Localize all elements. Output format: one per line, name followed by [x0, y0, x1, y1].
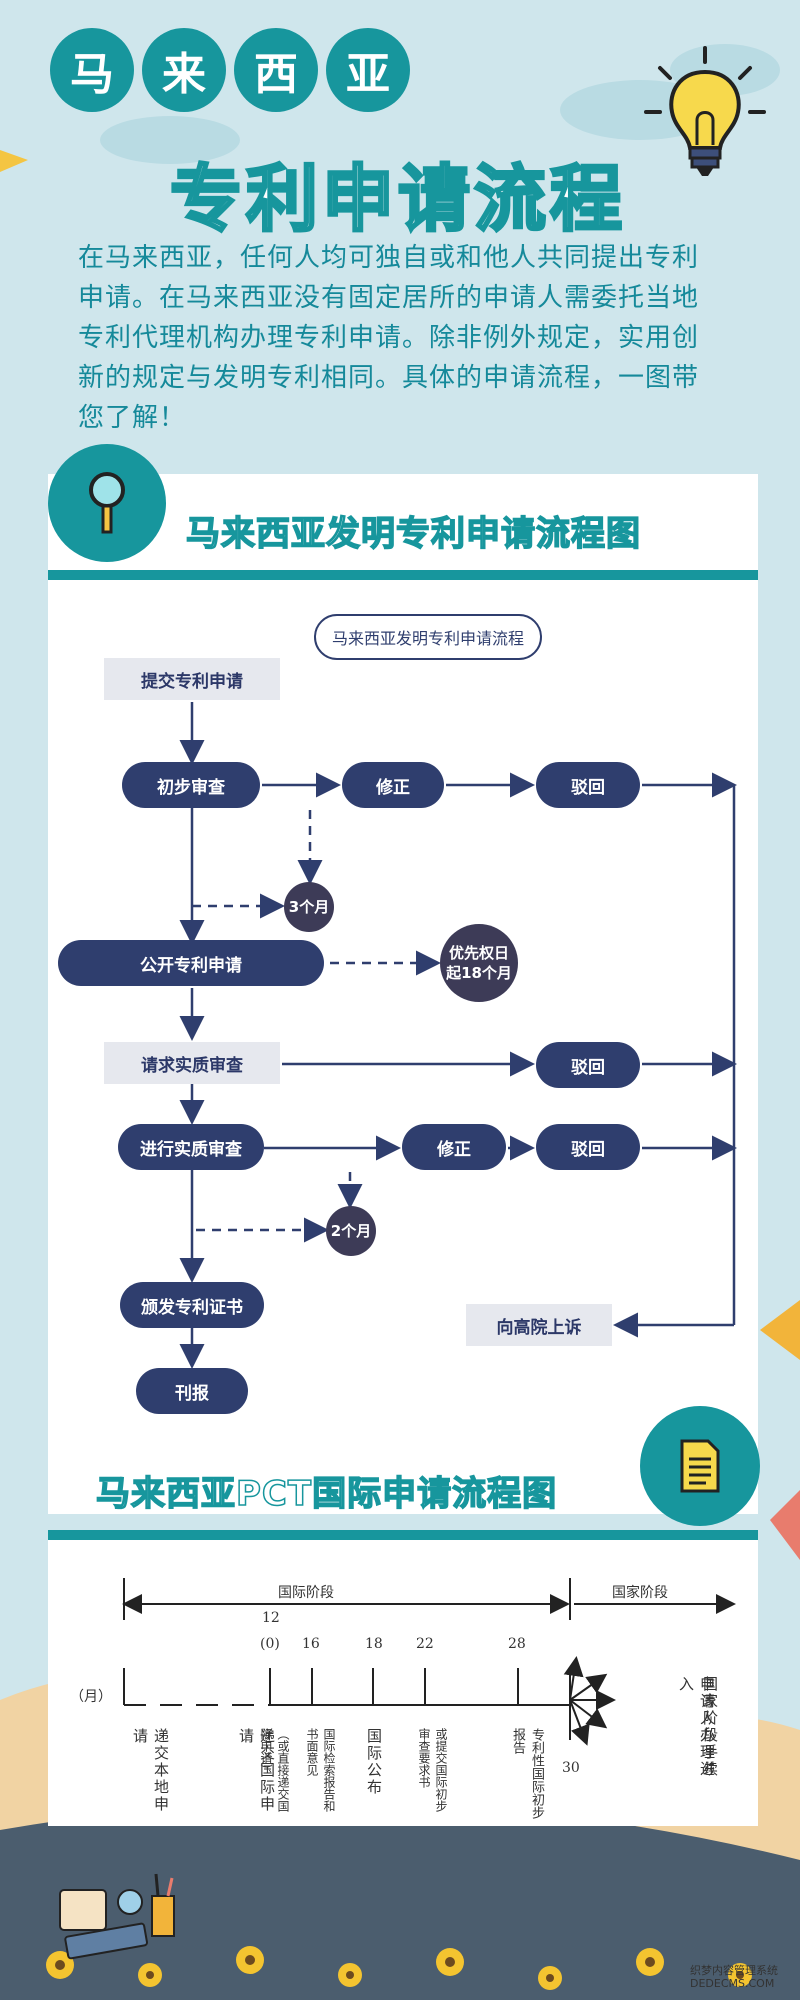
tick-30: 30 [562, 1760, 580, 1776]
pct-section-title: 马来西亚PCT国际申请流程图 [95, 1473, 558, 1515]
watermark-line-2: DEDECMS.COM [690, 1977, 775, 1990]
step-amend-1: 修正 [342, 762, 444, 808]
title-char-4: 亚 [326, 28, 410, 112]
watermark-line-1: 织梦内容管理系统 [690, 1964, 778, 1977]
step-gazette: 刊报 [136, 1368, 248, 1414]
bubble-three-months: 3个月 [284, 882, 334, 932]
flow-header: 马来西亚发明专利申请流程 [314, 614, 542, 660]
event-publication: 国际公布 [365, 1728, 383, 1796]
bubble-two-months: 2个月 [326, 1206, 376, 1256]
pct-panel [48, 1540, 758, 1826]
document-badge [640, 1406, 760, 1526]
pct-divider [48, 1530, 758, 1540]
bubble-priority: 优先权日 起18个月 [440, 924, 518, 1002]
step-amend-2: 修正 [402, 1124, 506, 1170]
lightbulb-icon [644, 46, 766, 176]
step-reject-1: 驳回 [536, 762, 640, 808]
step-reject-3: 驳回 [536, 1124, 640, 1170]
step-submit: 提交专利申请 [104, 658, 280, 700]
title-char-3: 西 [234, 28, 318, 112]
tick-28: 28 [508, 1636, 526, 1652]
event-search-report: 国际检索报告和书面意见 [305, 1728, 336, 1812]
step-appeal: 向高院上诉 [466, 1304, 612, 1346]
event-prelim-request: 或提交国际初步审查要求书 [417, 1728, 448, 1812]
event-national-entry-1: 国家阶段手续 [701, 1676, 719, 1778]
step-reject-2: 驳回 [536, 1042, 640, 1088]
title-char-1: 马 [50, 28, 134, 112]
magnifier-badge [48, 444, 166, 562]
invention-panel [48, 474, 758, 1514]
national-phase-label: 国家阶段 [612, 1585, 668, 1601]
invention-section-title: 马来西亚发明专利申请流程图 [185, 513, 641, 555]
step-grant: 颁发专利证书 [120, 1282, 264, 1328]
priority-line-1: 优先权日 [448, 944, 509, 962]
magnifier-icon [89, 472, 125, 534]
intro-paragraph: 在马来西亚，任何人均可独自或和他人共同提出专利申请。在马来西亚没有固定居所的申请… [78, 243, 700, 433]
document-icon [680, 1439, 720, 1493]
priority-line-2: 起18个月 [446, 964, 512, 982]
month-unit-label: （月） [70, 1689, 112, 1705]
desk-items-illustration [59, 1873, 175, 1960]
step-publish: 公开专利申请 [58, 940, 324, 986]
tick-16: 16 [302, 1636, 320, 1652]
watermark: 织梦内容管理系统 DEDECMS.COM [690, 1964, 778, 1990]
event-prelim-report: 专利性国际初步报告 [510, 1728, 544, 1819]
main-title: 专利申请流程 [168, 156, 627, 243]
tick-18: 18 [365, 1636, 383, 1652]
tick-12: 12 [262, 1610, 280, 1626]
tick-22: 22 [416, 1636, 434, 1652]
event-local-application: 递交本地申请 [131, 1728, 170, 1813]
invention-divider [48, 570, 758, 580]
title-char-2: 来 [142, 28, 226, 112]
tick-0: (0) [260, 1636, 280, 1652]
event-intl-application: 递交国际申请 [237, 1728, 276, 1813]
step-preliminary-exam: 初步审查 [122, 762, 260, 808]
event-national-entry-2: 申请人办理进入 [677, 1676, 716, 1778]
intl-phase-label: 国际阶段 [278, 1585, 334, 1601]
event-direct-intl: （或直接递交国际申请） [259, 1728, 290, 1812]
step-substantive-exam: 进行实质审查 [118, 1124, 264, 1170]
step-request-exam: 请求实质审查 [104, 1042, 280, 1084]
